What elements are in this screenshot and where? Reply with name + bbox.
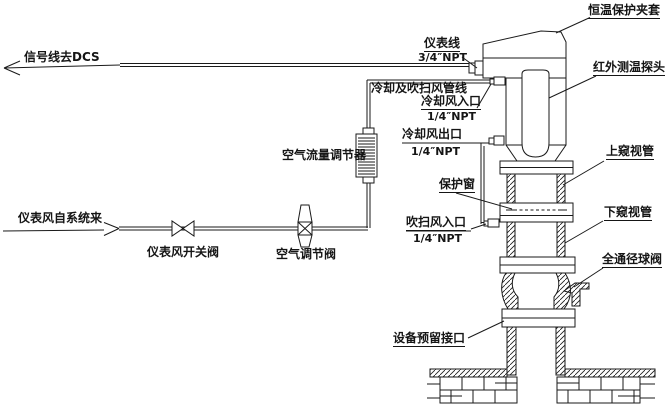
label-cooling-air-outlet-size: 1/4″NPT xyxy=(411,145,461,158)
label-cooling-air-inlet: 冷却风入口 xyxy=(421,94,482,110)
label-signal-to-dcs: 信号线去DCS xyxy=(24,50,100,64)
label-switch-valve: 仪表风开关阀 xyxy=(147,245,220,259)
label-air-flow-regulator: 空气流量调节器 xyxy=(282,148,367,162)
label-purge-air-inlet: 吹扫风入口 xyxy=(406,215,467,231)
cooling-air-riser-pipe xyxy=(366,79,494,228)
air-flow-regulator-symbol xyxy=(355,127,378,184)
label-protection-window: 保护窗 xyxy=(439,177,476,193)
control-valve-symbol xyxy=(297,204,313,248)
label-lower-sight-tube: 下窥视管 xyxy=(604,205,653,221)
label-instrument-air-source: 仪表风自系统来 xyxy=(18,211,103,225)
label-instrument-line: 仪表线 xyxy=(424,36,461,52)
label-cooling-purge-line: 冷却及吹扫风管线 xyxy=(371,81,468,95)
ball-valve-symbol xyxy=(501,272,590,328)
npt-fittings xyxy=(468,60,506,228)
label-ir-probe: 红外测温探头 xyxy=(593,60,666,76)
probe-head xyxy=(482,30,567,162)
label-cooling-air-outlet: 冷却风出口 xyxy=(402,127,463,141)
label-cooling-air-inlet-size: 1/4″NPT xyxy=(427,110,477,123)
label-purge-air-inlet-size: 1/4″NPT xyxy=(413,232,463,245)
signal-line xyxy=(3,60,471,76)
label-upper-sight-tube: 上窥视管 xyxy=(606,144,655,160)
label-reserved-port: 设备预留接口 xyxy=(393,331,466,347)
label-air-control-valve: 空气调节阀 xyxy=(276,247,337,261)
sight-tube-assembly xyxy=(499,160,576,274)
label-thermal-jacket: 恒温保护夹套 xyxy=(588,3,661,19)
floor-structure xyxy=(427,326,656,404)
instrument-air-line xyxy=(2,222,368,236)
switch-valve-symbol xyxy=(171,220,195,237)
label-instrument-line-size: 3/4″NPT xyxy=(418,51,468,64)
label-ball-valve: 全通径球阀 xyxy=(602,252,663,268)
leader-lines xyxy=(455,17,605,339)
